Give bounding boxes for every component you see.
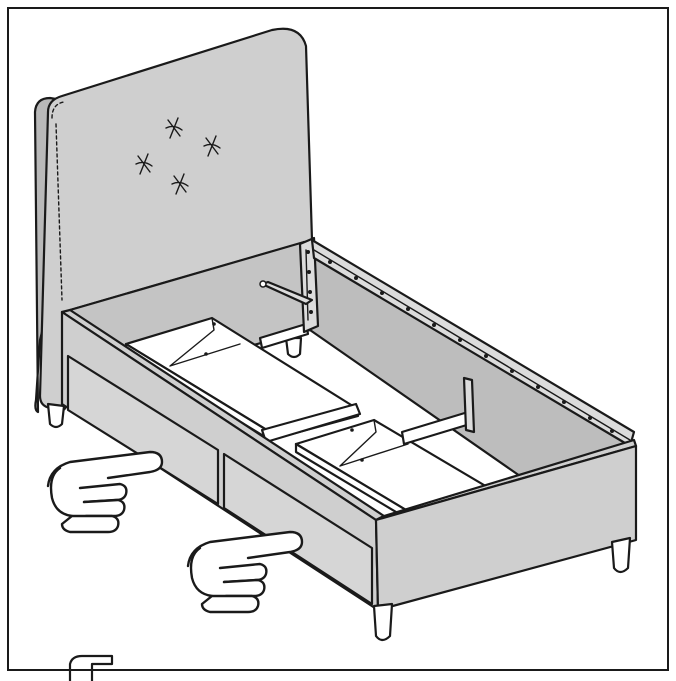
tufting-button [203,135,221,157]
tufting-button [135,153,153,175]
leg [46,402,66,429]
frame-border [7,7,669,671]
leg [372,602,394,642]
metal-bracket [462,376,476,434]
metal-bracket [259,236,320,334]
slat [258,322,310,350]
drawer-front [222,452,374,606]
tufting-button [165,117,183,139]
leg [610,536,632,574]
drawer-front [66,354,220,506]
pointing-hand-icon [186,530,304,614]
next-step-marker-icon [68,654,114,681]
pointing-hand-icon [46,450,164,534]
tufting-button [171,173,189,195]
leg [284,336,303,359]
